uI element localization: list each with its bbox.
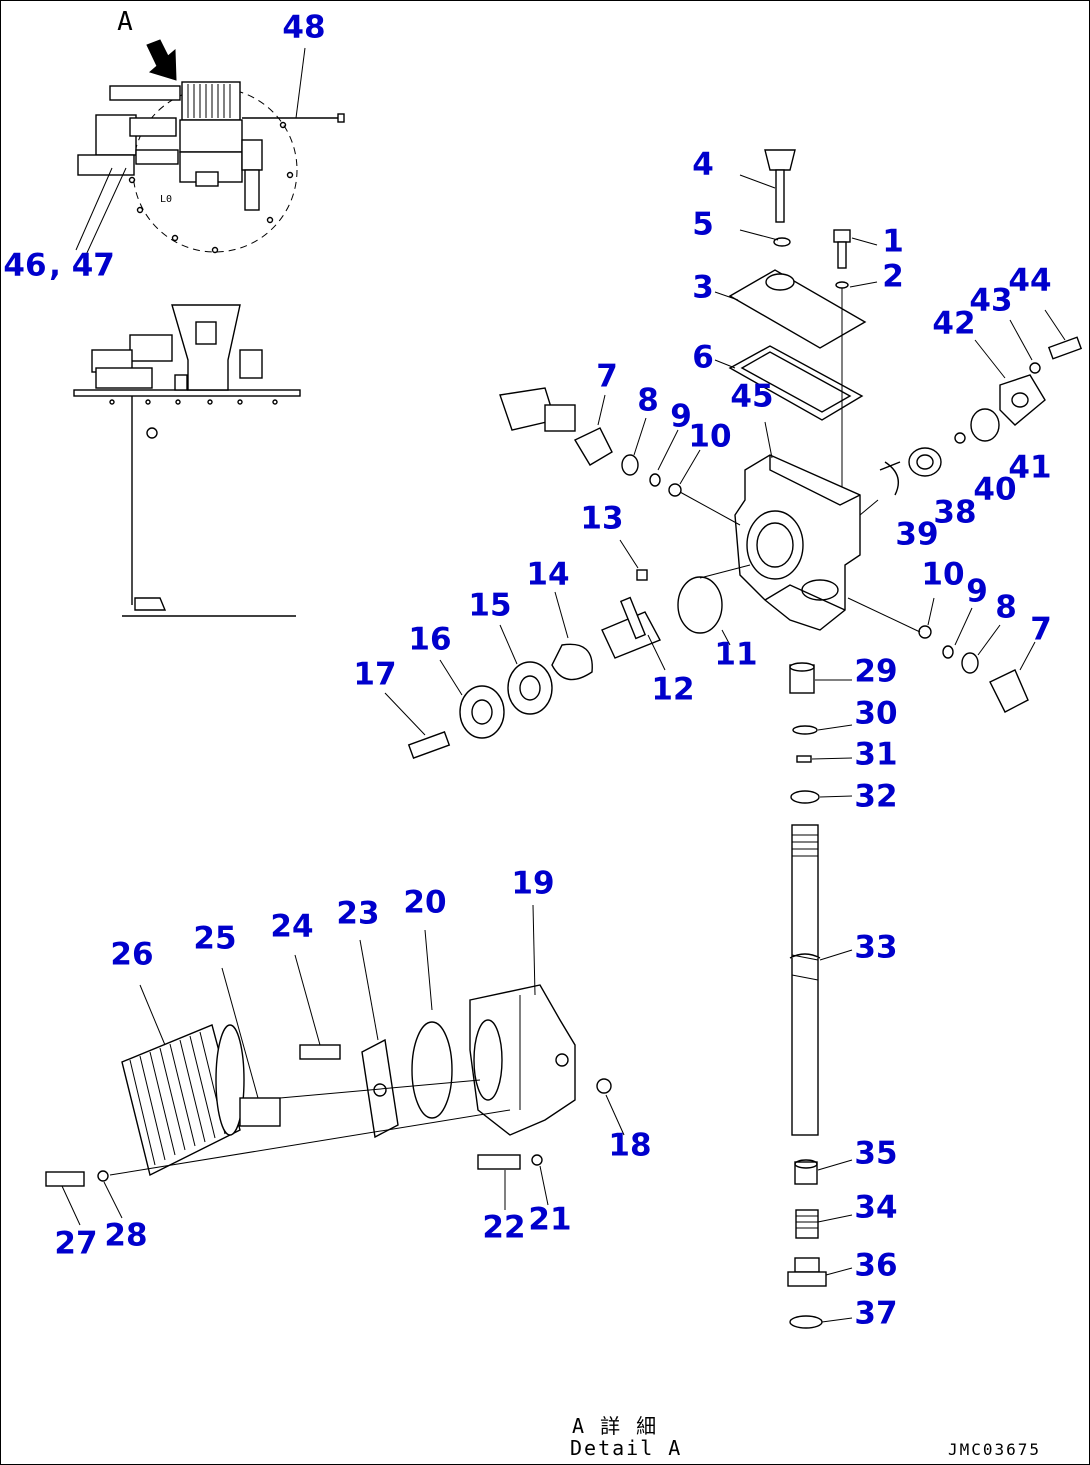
callout-37: 37	[854, 1295, 898, 1332]
callout-46: 46	[3, 247, 47, 284]
callout-6: 6	[692, 339, 714, 376]
callout-15: 15	[468, 587, 512, 624]
callout-22: 22	[482, 1209, 526, 1246]
callout-2: 2	[882, 258, 904, 295]
detail-caption-japanese: A 詳 細	[572, 1414, 659, 1438]
detail-caption-english: Detail A	[570, 1436, 683, 1460]
callout-21: 21	[528, 1201, 572, 1238]
callout-35: 35	[854, 1135, 898, 1172]
circle-bolts	[128, 121, 294, 254]
callout-30: 30	[854, 695, 898, 732]
callout-8-left: 8	[637, 382, 659, 419]
callout-4: 4	[692, 146, 714, 183]
callout-17: 17	[353, 656, 397, 693]
callout-5: 5	[692, 206, 714, 243]
callout-34: 34	[854, 1189, 898, 1226]
callout-14: 14	[526, 556, 570, 593]
location-view-side	[73, 304, 301, 617]
callout-28: 28	[104, 1217, 148, 1254]
callout-44: 44	[1008, 262, 1052, 299]
location-view-top: L0	[77, 39, 345, 254]
callout-47: , 47	[49, 247, 115, 284]
callout-18: 18	[608, 1127, 652, 1164]
callout-31: 31	[854, 736, 898, 773]
view-label-a: A	[117, 7, 133, 37]
housing-assembly	[384, 149, 1083, 759]
leader-46	[75, 167, 113, 251]
callout-12: 12	[651, 671, 695, 708]
callout-36: 36	[854, 1247, 898, 1284]
callout-10-left: 10	[688, 418, 732, 455]
callout-48: 48	[282, 9, 326, 46]
leader-47	[85, 167, 127, 256]
callout-10-right: 10	[921, 556, 965, 593]
callout-27: 27	[54, 1225, 98, 1262]
callout-3: 3	[692, 269, 714, 306]
drawing-code: JMC03675	[948, 1440, 1042, 1459]
view-arrow-icon	[146, 39, 177, 81]
callout-45: 45	[730, 378, 774, 415]
callout-24: 24	[270, 908, 314, 945]
callout-25: 25	[193, 920, 237, 957]
callout-7-left: 7	[596, 358, 618, 395]
callout-13: 13	[580, 500, 624, 537]
callout-8-right: 8	[995, 589, 1017, 626]
callout-20: 20	[403, 884, 447, 921]
callout-26: 26	[110, 936, 154, 973]
callout-39: 39	[895, 516, 939, 553]
callout-42: 42	[932, 305, 976, 342]
callout-38: 38	[933, 494, 977, 531]
callout-29: 29	[854, 653, 898, 690]
motor-top	[181, 81, 241, 121]
callout-9-left: 9	[670, 398, 692, 435]
leader-48	[295, 47, 306, 119]
callout-33: 33	[854, 929, 898, 966]
motor-pump-assembly	[45, 904, 625, 1226]
callout-1: 1	[882, 223, 904, 260]
callout-19: 19	[511, 865, 555, 902]
callout-32: 32	[854, 778, 898, 815]
callout-43: 43	[969, 282, 1013, 319]
svg-text:L0: L0	[160, 194, 172, 205]
callout-23: 23	[336, 895, 380, 932]
callout-7-right: 7	[1030, 611, 1052, 648]
vertical-pipe-assembly	[787, 662, 853, 1329]
callout-16: 16	[408, 621, 452, 658]
callout-9-right: 9	[966, 573, 988, 610]
callout-11: 11	[714, 636, 758, 673]
callout-41: 41	[1008, 449, 1052, 486]
callout-40: 40	[973, 471, 1017, 508]
